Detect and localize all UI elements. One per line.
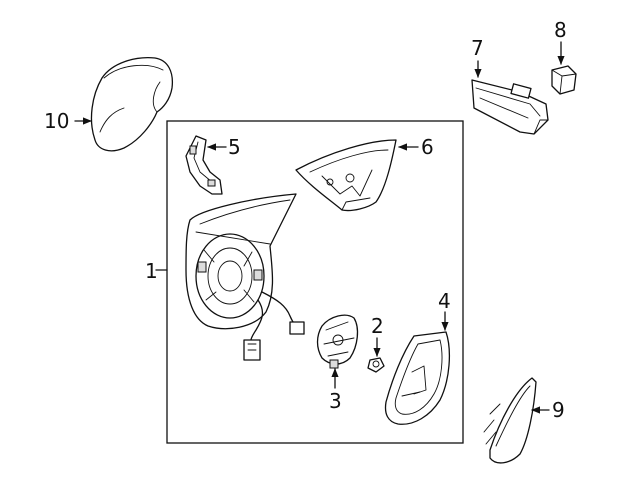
callout-1: 1 <box>145 259 158 283</box>
callout-labels: 1 2 3 4 5 6 7 8 9 10 <box>44 18 567 422</box>
callout-4: 4 <box>438 289 451 313</box>
callout-8: 8 <box>554 18 567 42</box>
assembly-frame <box>166 120 464 444</box>
callout-5: 5 <box>228 135 241 159</box>
callout-7: 7 <box>471 36 484 60</box>
leader-lines <box>74 41 565 414</box>
part-10-mirror-cover <box>90 57 174 152</box>
part-9-mirror-glass <box>483 377 537 464</box>
part-4-glass-frame <box>384 331 450 425</box>
callout-6: 6 <box>421 135 434 159</box>
part-5-bracket <box>185 135 223 195</box>
callout-10: 10 <box>44 109 69 133</box>
part-3-motor <box>316 314 359 369</box>
part-6-triangle-cover <box>295 139 397 212</box>
part-8-bulb <box>551 65 577 95</box>
callout-9: 9 <box>552 398 565 422</box>
part-2-fastener <box>367 357 385 373</box>
part-1-mirror-housing <box>185 193 305 361</box>
callout-2: 2 <box>371 314 384 338</box>
callout-3: 3 <box>329 389 342 413</box>
part-7-lamp <box>471 79 549 135</box>
